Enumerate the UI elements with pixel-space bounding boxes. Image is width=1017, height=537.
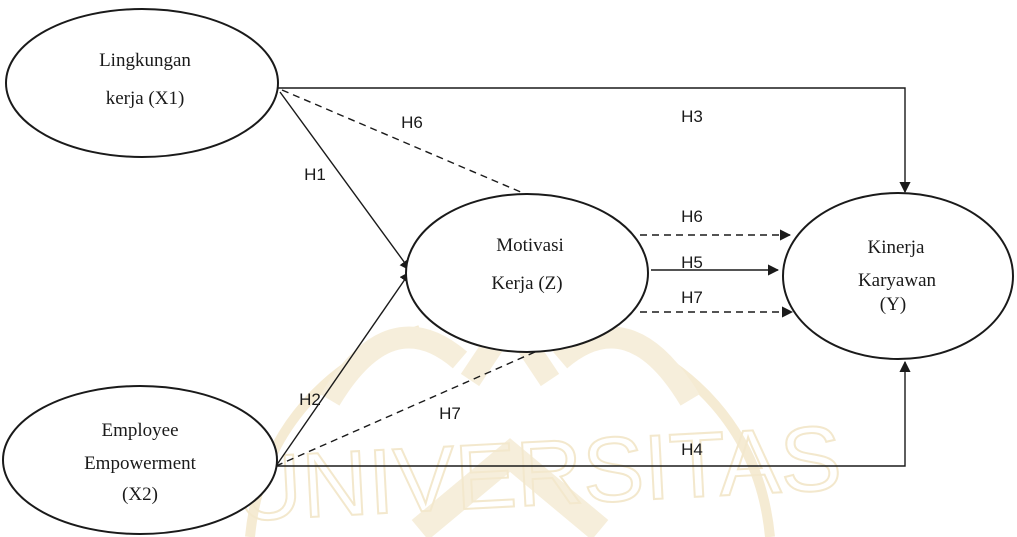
edge-h3 [276, 87, 911, 194]
edge-label-h2: H2 [299, 390, 321, 409]
edge-label-h4: H4 [681, 440, 703, 459]
node-z-shape [405, 193, 649, 353]
node-y-line-3: (Y) [880, 294, 906, 315]
edge-label-h5: H5 [681, 253, 703, 272]
edge-label-h6-upper: H6 [401, 113, 423, 132]
edge-label-h7-lower: H7 [439, 404, 461, 423]
node-y-line-1: Kinerja [868, 237, 926, 258]
edge-label-h3: H3 [681, 107, 703, 126]
node-x1: Lingkungan kerja (X1) [5, 8, 279, 158]
edge-h1 [279, 91, 411, 271]
node-y-shape [782, 192, 1014, 360]
node-x1-line-2: kerja (X1) [106, 88, 185, 109]
node-y-line-2: Karyawan [858, 270, 937, 291]
node-z: Motivasi Kerja (Z) [405, 193, 649, 353]
edge-h2 [275, 271, 411, 467]
node-z-line-2: Kerja (Z) [491, 273, 562, 294]
node-x1-shape [5, 8, 279, 158]
watermark-text: UNIVERSITAS [233, 407, 844, 537]
edge-labels: H6 H3 H1 H6 H5 H7 H2 H7 H4 [299, 107, 703, 459]
edge-label-h1: H1 [304, 165, 326, 184]
node-x2-line-3: (X2) [122, 484, 158, 505]
edge-h4 [276, 360, 911, 467]
node-y: Kinerja Karyawan (Y) [782, 192, 1014, 360]
edge-h6-x1-z [281, 89, 531, 197]
node-x2-line-2: Empowerment [84, 453, 197, 474]
edges [275, 87, 911, 467]
edge-label-h6-right: H6 [681, 207, 703, 226]
node-x2: Employee Empowerment (X2) [2, 385, 278, 535]
node-x2-line-1: Employee [101, 420, 178, 441]
edge-label-h7-right: H7 [681, 288, 703, 307]
node-x2-shape [2, 385, 278, 535]
node-z-line-1: Motivasi [496, 235, 564, 256]
node-x1-line-1: Lingkungan [99, 50, 191, 71]
